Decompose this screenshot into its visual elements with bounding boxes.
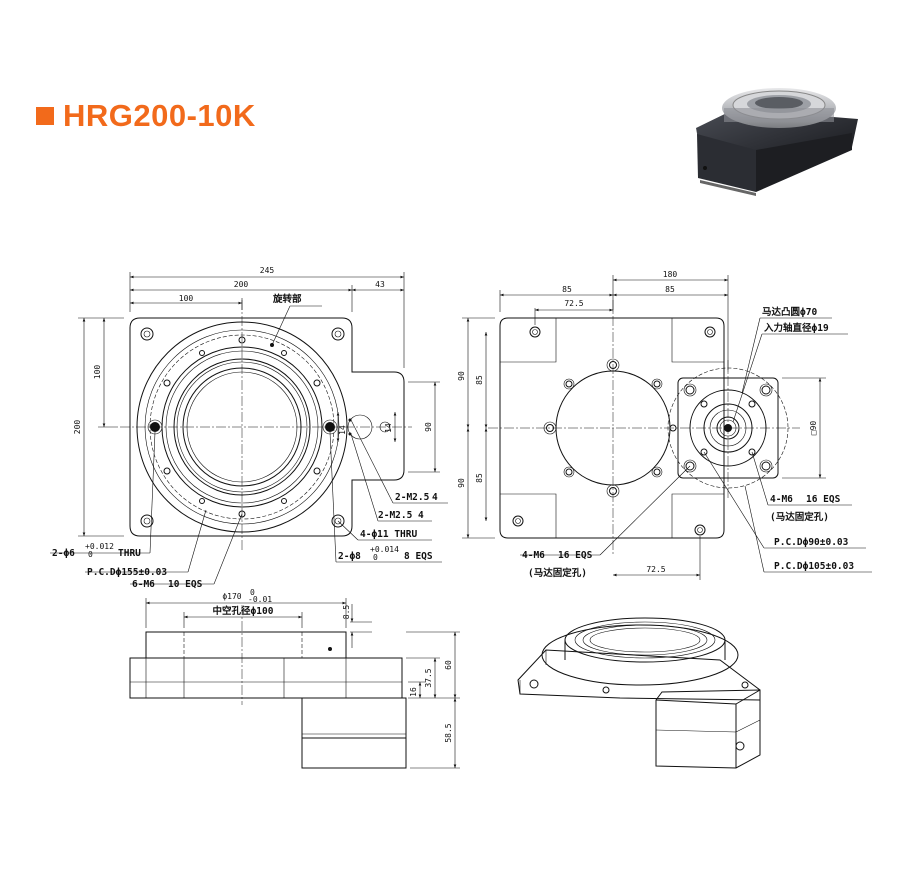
label-pin-6-tol-up: +0.012 <box>85 542 114 551</box>
label-input-shaft: 入力轴直径ϕ19 <box>763 322 829 334</box>
side-view-dimensions: ϕ170 0 -0.01 中空孔径ϕ100 8.5 60 37.5 16 58.… <box>145 588 460 769</box>
dim-43: 43 <box>375 280 385 289</box>
label-m2-5-b: 2-M2.5 <box>378 510 413 521</box>
label-motor-fix-left: (马达固定孔) <box>528 567 587 579</box>
dim-85-b: 85 <box>665 285 675 294</box>
dim-85-vertical-a: 85 <box>475 375 484 385</box>
label-pin-8: 2-ϕ8 <box>338 551 361 562</box>
label-pin-8-tol-down: 0 <box>373 553 378 562</box>
dim-14-a: 14 <box>338 425 347 435</box>
dim-200-vertical: 200 <box>73 420 82 435</box>
dim-245: 245 <box>260 266 275 275</box>
dim-72-5-top: 72.5 <box>564 299 583 308</box>
model-title: HRG200-10K <box>63 98 256 133</box>
label-m2-5-b-depth: 4 <box>418 510 424 521</box>
dim-100-horizontal: 100 <box>179 294 194 303</box>
label-pcd-155: P.C.Dϕ155±0.03 <box>87 567 167 578</box>
dim-170-tol-down: -0.01 <box>248 595 272 604</box>
dim-16: 16 <box>409 687 418 697</box>
dim-170: ϕ170 <box>222 592 241 601</box>
label-m2-5-a-depth: 4 <box>432 492 438 503</box>
dim-37-5: 37.5 <box>424 668 433 687</box>
label-pin-6-thru: THRU <box>118 548 141 559</box>
dim-200: 200 <box>234 280 249 289</box>
label-motor-fix-right: (马达固定孔) <box>770 511 829 523</box>
label-pin-8-tol-up: +0.014 <box>370 545 399 554</box>
dim-square-90: □90 <box>809 421 818 436</box>
label-pin-8-depth: 8 EQS <box>404 551 433 562</box>
dim-85-vertical-b: 85 <box>475 473 484 483</box>
dim-60: 60 <box>444 660 453 670</box>
dim-72-5-bottom: 72.5 <box>646 565 665 574</box>
dim-85-a: 85 <box>562 285 572 294</box>
label-rotating-part: 旋转部 <box>272 293 302 305</box>
label-m6-10-depth: 10 EQS <box>168 579 203 590</box>
label-m6-16-right: 4-M6 <box>770 494 793 505</box>
label-pin-6-tol-down: 0 <box>88 550 93 559</box>
rotary-table-photo-icon <box>696 88 858 196</box>
right-view-callouts: 马达凸圆ϕ70 入力轴直径ϕ19 4-M6 16 EQS (马达固定孔) P.C… <box>520 306 872 579</box>
label-m6-10: 6-M6 <box>132 579 155 590</box>
label-m2-5-a: 2-M2.5 <box>395 492 430 503</box>
dim-90-ear: 90 <box>424 422 433 432</box>
title: HRG200-10K <box>36 98 256 134</box>
dim-90-b: 90 <box>457 478 466 488</box>
right-view <box>488 300 800 555</box>
top-view <box>120 300 412 552</box>
side-view <box>129 605 407 769</box>
dim-90-a: 90 <box>457 371 466 381</box>
dim-58-5: 58.5 <box>444 723 453 742</box>
label-pcd-105: P.C.Dϕ105±0.03 <box>774 561 854 572</box>
dim-hollow-100: 中空孔径ϕ100 <box>213 605 274 617</box>
top-view-callouts: 旋转部 2-M2.5 4 2-M2.5 4 4-ϕ11 THRU 2-ϕ8 +0… <box>50 293 448 590</box>
dim-180: 180 <box>663 270 678 279</box>
label-pin-6: 2-ϕ6 <box>52 548 75 559</box>
label-thru-11: 4-ϕ11 THRU <box>360 529 417 540</box>
dim-100-vertical: 100 <box>93 365 102 380</box>
dim-170-tol-up: 0 <box>250 588 255 597</box>
label-motor-boss: 马达凸圆ϕ70 <box>762 306 817 318</box>
label-m6-16-right-depth: 16 EQS <box>806 494 841 505</box>
label-pcd-90: P.C.Dϕ90±0.03 <box>774 537 849 548</box>
label-m6-16-left: 4-M6 <box>522 550 545 561</box>
dim-14-b: 14 <box>384 423 393 433</box>
label-m6-16-left-depth: 16 EQS <box>558 550 593 561</box>
dim-8-5: 8.5 <box>342 605 351 620</box>
top-view-dimensions: 245 200 43 100 200 100 90 14 14 <box>73 266 440 537</box>
isometric-view-icon <box>517 617 761 769</box>
right-view-dimensions: 180 85 85 72.5 72.5 90 90 85 85 □90 <box>457 270 826 580</box>
title-square-icon <box>36 107 54 125</box>
